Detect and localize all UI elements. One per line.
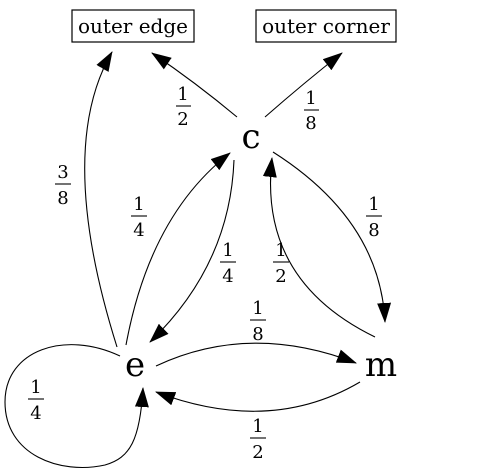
svg-text:1: 1: [133, 194, 144, 215]
edge-c-to-e: [149, 159, 235, 343]
svg-text:4: 4: [133, 220, 144, 241]
svg-text:8: 8: [57, 188, 68, 209]
svg-text:4: 4: [30, 403, 41, 424]
svg-text:1: 1: [252, 298, 263, 319]
svg-text:1: 1: [222, 240, 233, 261]
outer-corner-node: outer corner: [255, 9, 397, 43]
svg-text:3: 3: [57, 162, 68, 183]
edge-m-to-e: [155, 381, 361, 412]
fraction-c-to-m: 1 8: [366, 194, 382, 241]
svg-text:1: 1: [368, 194, 379, 215]
fraction-m-to-c: 1 2: [273, 240, 289, 287]
svg-text:4: 4: [222, 266, 233, 287]
edge-c-to-m: [272, 151, 392, 323]
fraction-e-self-loop: 1 4: [28, 377, 44, 424]
svg-text:2: 2: [252, 442, 263, 463]
svg-text:2: 2: [177, 109, 188, 130]
fraction-e-to-c: 1 4: [131, 194, 147, 241]
node-c-label: c: [241, 117, 260, 157]
svg-text:1: 1: [305, 88, 316, 109]
edge-e-to-m: [155, 342, 357, 367]
svg-text:1: 1: [252, 416, 263, 437]
outer-corner-label: outer corner: [262, 14, 390, 38]
edge-c-to-outer-edge: [151, 52, 238, 118]
fraction-c-to-outer-edge: 1 2: [176, 84, 191, 130]
svg-text:1: 1: [30, 377, 41, 398]
node-e-label: e: [125, 345, 145, 385]
svg-text:2: 2: [275, 266, 286, 287]
node-m-label: m: [365, 345, 397, 385]
fraction-m-to-e: 1 2: [250, 416, 266, 463]
edge-e-to-outer-edge: [84, 51, 118, 348]
fraction-e-to-m: 1 8: [250, 298, 266, 345]
fraction-c-to-outer-corner: 1 8: [304, 88, 319, 134]
edge-m-to-c: [262, 157, 376, 338]
svg-text:1: 1: [177, 84, 188, 105]
svg-text:1: 1: [275, 240, 286, 261]
svg-text:8: 8: [305, 113, 316, 134]
edge-e-to-c: [125, 152, 231, 346]
edge-e-self-loop: [4, 344, 149, 469]
edge-c-to-outer-corner: [264, 52, 343, 118]
svg-text:8: 8: [368, 220, 379, 241]
outer-edge-label: outer edge: [78, 14, 188, 38]
fraction-e-to-outer-edge: 3 8: [55, 162, 71, 209]
svg-text:8: 8: [252, 324, 263, 345]
fraction-c-to-e: 1 4: [220, 240, 236, 287]
outer-edge-node: outer edge: [71, 9, 195, 43]
